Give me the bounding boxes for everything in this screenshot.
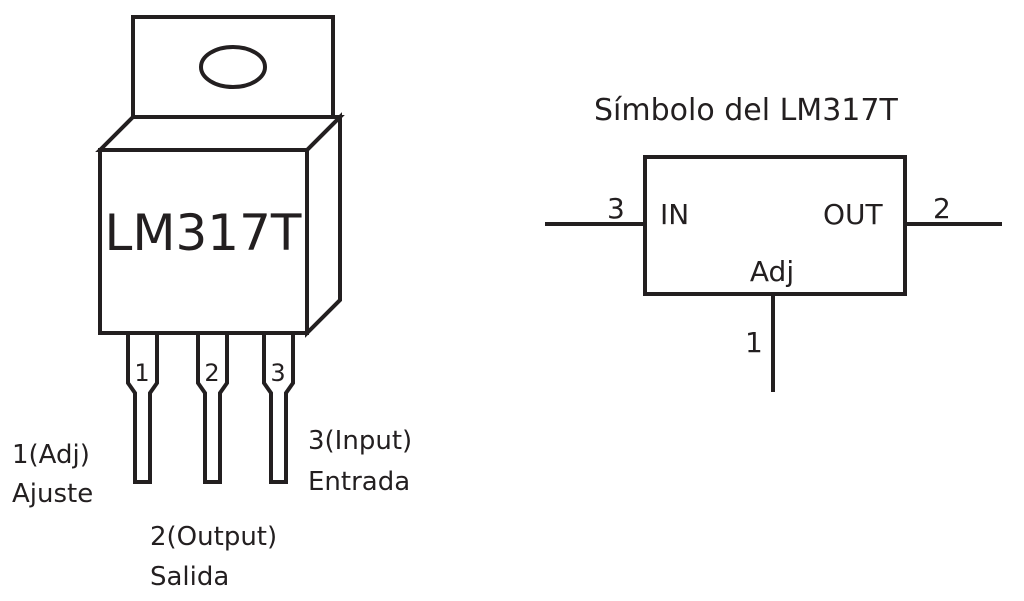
pin-2-number: 2 [204,359,219,387]
pin-1-caption-line2: Ajuste [12,479,93,509]
pin-2-lead [196,333,229,484]
pin-2-caption-line2: Salida [150,562,229,592]
output-pin-number: 2 [933,192,951,225]
part-marking: LM317T [105,204,302,262]
in-label: IN [660,198,689,231]
package-front-face [98,148,309,335]
pin-2: 2 [196,333,229,484]
mounting-hole [199,45,267,89]
pin-3-caption-line2: Entrada [308,467,410,497]
to220-package: LM317T 1 2 3 1(Adj) Ajuste 2(Output) Sal… [12,15,412,592]
pin-2-caption-line1: 2(Output) [150,522,277,552]
pin-1: 1 [126,333,159,484]
adj-pin-number: 1 [745,326,763,359]
pin-1-lead [126,333,159,484]
input-pin-number: 3 [607,192,625,225]
heatsink-tab [131,15,335,119]
pin-1-caption-line1: 1(Adj) [12,440,90,470]
pin-3: 3 [262,333,295,484]
out-label: OUT [823,198,884,231]
package-top-face [95,115,345,152]
pin-1-number: 1 [134,359,149,387]
pin-3-lead [262,333,295,484]
adj-label: Adj [750,255,794,288]
symbol-title: Símbolo del LM317T [594,93,898,128]
pin-3-caption-line1: 3(Input) [308,426,412,456]
package-side-face [305,112,342,338]
pin-3-number: 3 [270,359,285,387]
schematic-symbol: Símbolo del LM317T 3 IN 2 OUT 1 Adj [545,93,1002,392]
